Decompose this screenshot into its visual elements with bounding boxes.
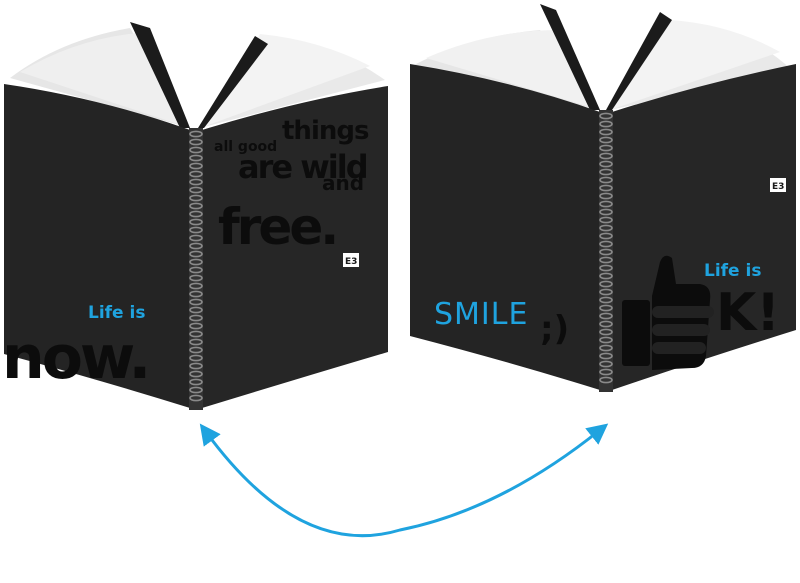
spiral-coil (599, 136, 613, 144)
back-cover-left (4, 84, 190, 408)
spiral-coil (599, 368, 613, 376)
spiral-coil (189, 242, 203, 250)
spiral-coil (189, 394, 203, 402)
spiral-coil (189, 346, 203, 354)
spiral-coil (189, 274, 203, 282)
spiral-coil (599, 208, 613, 216)
spiral-coil (599, 360, 613, 368)
spiral-coil (599, 248, 613, 256)
spiral-coil (599, 288, 613, 296)
spiral-coil (599, 280, 613, 288)
spiral-coil (599, 184, 613, 192)
back-cover-right (410, 64, 600, 390)
spiral-coil (189, 282, 203, 290)
spiral-coil (599, 224, 613, 232)
spiral-coil (599, 312, 613, 320)
spiral-coil (189, 162, 203, 170)
spiral-coil (599, 320, 613, 328)
front-line1b: things (282, 116, 369, 146)
front-cover-left (202, 86, 388, 408)
spiral-coil (189, 210, 203, 218)
front-line4: free. (218, 198, 336, 256)
spiral-coil (189, 186, 203, 194)
spiral-coil (189, 146, 203, 154)
spiral-binding-left (189, 130, 203, 402)
spiral-coil (189, 330, 203, 338)
spiral-coil (189, 322, 203, 330)
spiral-coil (599, 128, 613, 136)
spiral-coil (599, 120, 613, 128)
spiral-coil (599, 168, 613, 176)
spiral-coil (189, 370, 203, 378)
front-line1: all good (214, 139, 277, 155)
smile-text: SMILE (434, 297, 528, 332)
spiral-coil (599, 112, 613, 120)
spiral-coil (189, 290, 203, 298)
spiral-coil (189, 226, 203, 234)
spiral-binding-right (599, 112, 613, 384)
spiral-coil (599, 272, 613, 280)
spiral-coil (599, 152, 613, 160)
spiral-coil (599, 176, 613, 184)
back-slogan-top: Life is (88, 303, 145, 323)
spiral-coil (189, 266, 203, 274)
spiral-coil (599, 192, 613, 200)
front-slogan-top-right: Life is (704, 261, 761, 281)
double-arrow-curve (199, 423, 609, 538)
spiral-coil (599, 304, 613, 312)
spiral-coil (189, 306, 203, 314)
spiral-coil (189, 178, 203, 186)
spiral-coil (189, 138, 203, 146)
pages-fan-right (412, 4, 792, 110)
spiral-coil (189, 378, 203, 386)
spiral-coil (189, 130, 203, 138)
spiral-coil (189, 338, 203, 346)
spiral-coil (189, 298, 203, 306)
spiral-coil (599, 328, 613, 336)
spiral-coil (599, 264, 613, 272)
spiral-coil (599, 216, 613, 224)
spiral-coil (599, 200, 613, 208)
pages-fan-left (10, 22, 385, 128)
spiral-coil (599, 256, 613, 264)
logo-badge-right (770, 178, 786, 192)
front-slogan-big-right: K! (716, 283, 780, 343)
spiral-coil (189, 154, 203, 162)
thumbs-up-icon (622, 255, 714, 370)
logo-badge-left (343, 253, 359, 267)
spiral-coil (599, 144, 613, 152)
notebook-right: SMILE ;) Life is K! E3 (410, 4, 796, 392)
front-line2: are wild (238, 148, 367, 186)
spiral-coil (599, 296, 613, 304)
back-slogan-big: now. (2, 323, 148, 393)
spiral-coil (599, 240, 613, 248)
spiral-coil (599, 344, 613, 352)
spiral-coil (189, 202, 203, 210)
spiral-coil (599, 160, 613, 168)
spiral-coil (189, 386, 203, 394)
notebook-left: Life is now. all good things are wild an… (2, 22, 388, 410)
emoticon-text: ;) (540, 309, 569, 349)
spiral-coil (189, 258, 203, 266)
spiral-coil (189, 170, 203, 178)
spiral-coil (189, 250, 203, 258)
spiral-coil (189, 218, 203, 226)
spiral-coil (599, 376, 613, 384)
spiral-coil (599, 336, 613, 344)
front-line3: and (322, 171, 364, 195)
spiral-coil (599, 352, 613, 360)
spiral-coil (189, 314, 203, 322)
spiral-coil (189, 354, 203, 362)
logo-text-right: E3 (772, 182, 784, 192)
spiral-coil (599, 232, 613, 240)
spiral-coil (189, 194, 203, 202)
logo-text-left: E3 (345, 257, 357, 267)
spiral-coil (189, 362, 203, 370)
spiral-coil (189, 234, 203, 242)
